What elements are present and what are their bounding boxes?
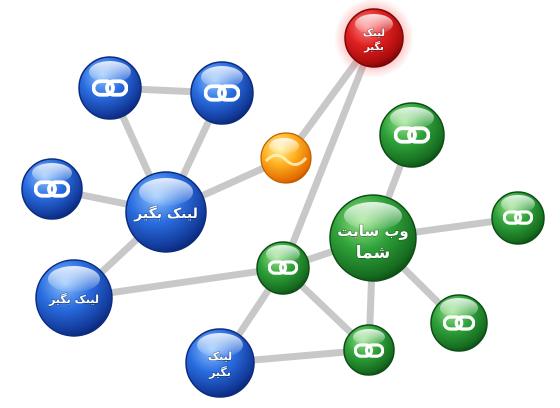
blue-link-node [78,56,142,120]
get-link-label: لینک بگیر [48,293,99,306]
your-website-node: وب سایت شما [329,194,417,282]
get-link-label-line1: لینک [208,350,232,363]
blue-get-link-node-bottom: لینک بگیر [185,328,255,398]
edge [279,34,378,272]
blue-link-node [21,158,83,220]
green-link-node [343,324,395,376]
blue-get-link-node-left: لینک بگیر [35,259,113,337]
green-link-node [491,191,545,245]
green-link-node [430,294,488,352]
blue-get-link-node-main: لینک بگیر [125,171,207,253]
your-website-label-line1: وب سایت [337,222,409,240]
get-link-label-line1: لینک [363,28,385,39]
get-link-label-line2: بگیر [363,40,384,53]
green-link-node [379,102,445,168]
orange-hub-node [260,132,312,184]
green-link-node [256,241,310,295]
get-link-label-line2: بگیر [208,366,231,379]
blue-link-node [190,61,254,125]
red-get-link-node: لینک بگیر [334,0,414,78]
get-link-label: لینک بگیر [133,205,198,222]
your-website-label-line2: شما [356,243,391,263]
